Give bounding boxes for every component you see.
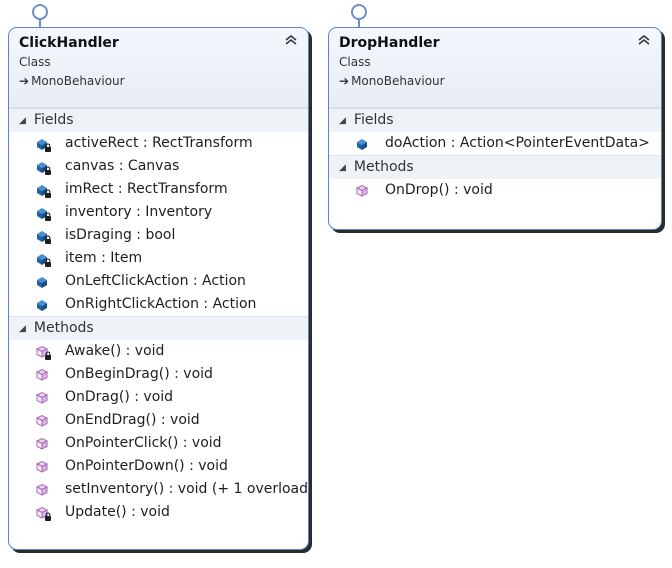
- expand-triangle-icon: ◢: [19, 116, 26, 126]
- field-row[interactable]: inventory : Inventory: [9, 201, 308, 224]
- field-signature: OnLeftClickAction : Action: [65, 273, 246, 289]
- class-box-clickhandler[interactable]: ClickHandler Class ➔MonoBehaviour ◢ Field…: [8, 27, 309, 550]
- method-row[interactable]: OnDrag() : void: [9, 386, 308, 409]
- section-label: Methods: [33, 320, 94, 336]
- field-row[interactable]: isDraging : bool: [9, 224, 308, 247]
- expand-triangle-icon: ◢: [19, 324, 26, 334]
- method-row[interactable]: Awake() : void: [9, 340, 308, 363]
- section-label: Fields: [33, 112, 74, 128]
- base-class-label: MonoBehaviour: [31, 74, 125, 88]
- collapse-chevron-icon[interactable]: [637, 34, 651, 48]
- field-private-icon: [35, 182, 51, 198]
- method-public-icon: [35, 459, 51, 475]
- field-row[interactable]: OnLeftClickAction : Action: [9, 270, 308, 293]
- method-signature: OnEndDrag() : void: [65, 412, 200, 428]
- fields-list: activeRect : RectTransform canvas : Canva…: [9, 132, 308, 316]
- section-label: Methods: [353, 159, 414, 175]
- field-signature: OnRightClickAction : Action: [65, 296, 257, 312]
- method-private-icon: [35, 344, 51, 360]
- field-public-icon: [35, 297, 51, 313]
- base-class-label: MonoBehaviour: [351, 74, 445, 88]
- section-label: Fields: [353, 112, 394, 128]
- method-public-icon: [35, 390, 51, 406]
- field-signature: item : Item: [65, 250, 143, 266]
- method-row[interactable]: OnEndDrag() : void: [9, 409, 308, 432]
- field-private-icon: [35, 228, 51, 244]
- interface-lollipop-clickhandler: [32, 4, 48, 29]
- section-fields[interactable]: ◢ Fields: [329, 108, 661, 132]
- field-row[interactable]: canvas : Canvas: [9, 155, 308, 178]
- class-base: ➔MonoBehaviour: [339, 72, 661, 90]
- method-row[interactable]: OnPointerDown() : void: [9, 455, 308, 478]
- method-public-icon: [355, 183, 371, 199]
- class-name: ClickHandler: [19, 35, 119, 51]
- field-signature: canvas : Canvas: [65, 158, 180, 174]
- method-signature: setInventory() : void (+ 1 overload): [65, 481, 309, 497]
- field-signature: doAction : Action<PointerEventData>: [385, 135, 650, 151]
- method-signature: OnDrop() : void: [385, 182, 493, 198]
- method-public-icon: [35, 413, 51, 429]
- method-row[interactable]: OnDrop() : void: [329, 179, 661, 202]
- field-row[interactable]: imRect : RectTransform: [9, 178, 308, 201]
- method-signature: Update() : void: [65, 504, 170, 520]
- field-private-icon: [35, 136, 51, 152]
- field-signature: isDraging : bool: [65, 227, 176, 243]
- method-signature: OnBeginDrag() : void: [65, 366, 213, 382]
- class-header: DropHandler Class ➔MonoBehaviour: [329, 28, 661, 108]
- field-private-icon: [35, 205, 51, 221]
- class-header: ClickHandler Class ➔MonoBehaviour: [9, 28, 308, 108]
- field-signature: activeRect : RectTransform: [65, 135, 253, 151]
- class-base: ➔MonoBehaviour: [19, 72, 308, 90]
- field-public-icon: [35, 274, 51, 290]
- method-public-icon: [35, 482, 51, 498]
- field-signature: imRect : RectTransform: [65, 181, 228, 197]
- inherits-arrow-icon: ➔: [339, 74, 350, 88]
- field-row[interactable]: item : Item: [9, 247, 308, 270]
- fields-list: doAction : Action<PointerEventData>: [329, 132, 661, 155]
- method-row[interactable]: OnPointerClick() : void: [9, 432, 308, 455]
- method-row[interactable]: setInventory() : void (+ 1 overload): [9, 478, 308, 501]
- method-signature: OnPointerDown() : void: [65, 458, 228, 474]
- methods-list: OnDrop() : void: [329, 179, 661, 202]
- class-name: DropHandler: [339, 35, 440, 51]
- method-public-icon: [35, 436, 51, 452]
- field-private-icon: [35, 159, 51, 175]
- expand-triangle-icon: ◢: [339, 116, 346, 126]
- field-signature: inventory : Inventory: [65, 204, 213, 220]
- class-kind: Class: [339, 55, 371, 69]
- field-row[interactable]: doAction : Action<PointerEventData>: [329, 132, 661, 155]
- section-methods[interactable]: ◢ Methods: [329, 155, 661, 179]
- class-box-drophandler[interactable]: DropHandler Class ➔MonoBehaviour ◢ Fields…: [328, 27, 662, 230]
- class-kind: Class: [19, 55, 51, 69]
- method-row[interactable]: OnBeginDrag() : void: [9, 363, 308, 386]
- collapse-chevron-icon[interactable]: [284, 34, 298, 48]
- field-public-icon: [355, 136, 371, 152]
- method-signature: OnPointerClick() : void: [65, 435, 222, 451]
- field-row[interactable]: OnRightClickAction : Action: [9, 293, 308, 316]
- method-public-icon: [35, 367, 51, 383]
- interface-lollipop-drophandler: [351, 4, 367, 29]
- method-private-icon: [35, 505, 51, 521]
- field-row[interactable]: activeRect : RectTransform: [9, 132, 308, 155]
- expand-triangle-icon: ◢: [339, 163, 346, 173]
- field-private-icon: [35, 251, 51, 267]
- method-signature: OnDrag() : void: [65, 389, 174, 405]
- method-row[interactable]: Update() : void: [9, 501, 308, 524]
- inherits-arrow-icon: ➔: [19, 74, 30, 88]
- section-methods[interactable]: ◢ Methods: [9, 316, 308, 340]
- method-signature: Awake() : void: [65, 343, 165, 359]
- section-fields[interactable]: ◢ Fields: [9, 108, 308, 132]
